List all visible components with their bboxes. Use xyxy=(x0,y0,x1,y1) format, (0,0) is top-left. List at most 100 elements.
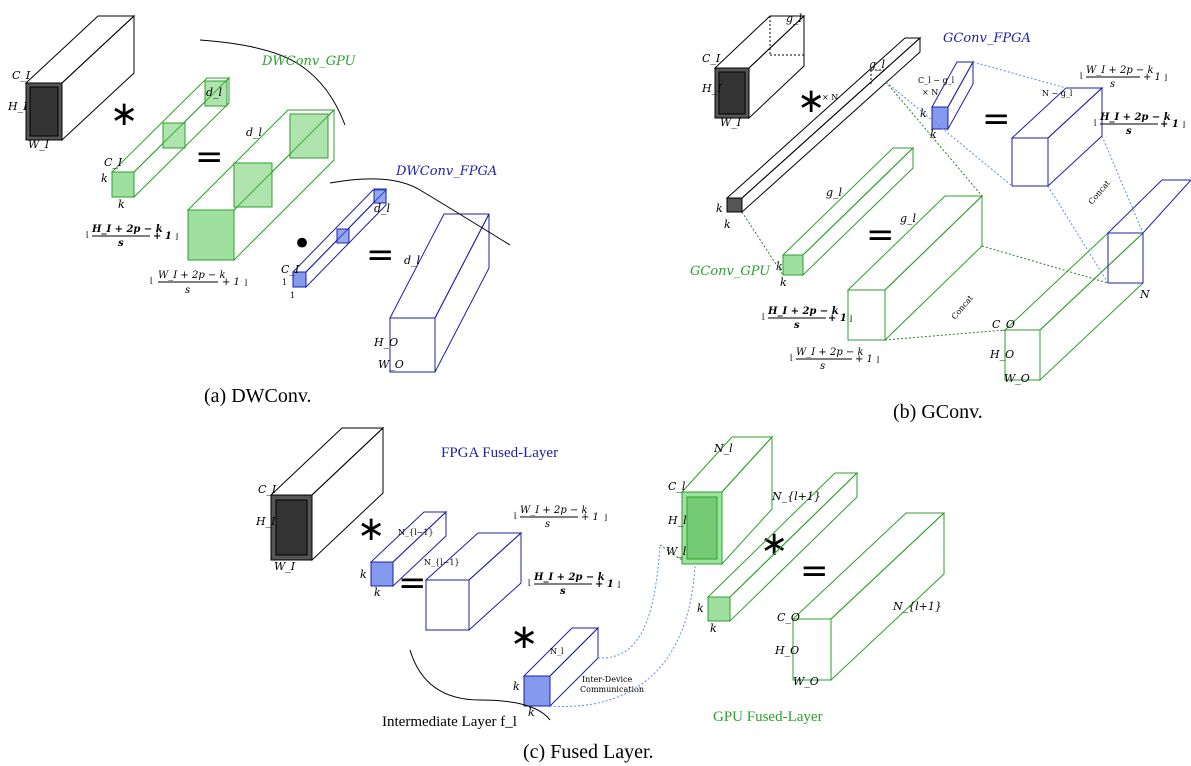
frac-h-b1: ⌊ H_I + 2p − k s + 1 ⌋ xyxy=(1094,112,1185,137)
label-dl-output-a: d_l xyxy=(246,126,263,139)
label-k-b5: k xyxy=(776,260,783,273)
title-fpga-fused: FPGA Fused-Layer xyxy=(441,445,558,461)
frac-h-den-c: s xyxy=(560,586,566,597)
label-concat-b2: Concat xyxy=(950,293,976,321)
input-tensor-a xyxy=(24,14,136,142)
eq-operator-a1: = xyxy=(195,137,224,177)
frac-w-plus-b2: + 1 xyxy=(855,354,873,365)
caption-b: (b) GConv. xyxy=(893,401,983,423)
label-times-n2-b: × N xyxy=(922,88,938,97)
eq-operator-b2: = xyxy=(866,215,895,255)
label-concat-b1: Concat xyxy=(1087,178,1113,206)
frac-w-den-a: s xyxy=(185,285,190,296)
frac-w-b2: ⌊ W_I + 2p − k s + 1 ⌋ xyxy=(790,347,879,372)
frac-w-b1: ⌊ W_I + 2p − k s + 1 ⌋ xyxy=(1080,65,1167,90)
svg-text:⌋: ⌋ xyxy=(1164,73,1167,82)
label-hi-a: H_I xyxy=(7,100,28,113)
label-ho-b: H_O xyxy=(989,348,1014,361)
svg-text:⌋: ⌋ xyxy=(1182,120,1185,129)
connectors-b xyxy=(741,61,1144,341)
label-comm-2: Communication xyxy=(580,685,644,694)
frac-w-num-c: W_I + 2p − k xyxy=(520,505,588,516)
frac-h-plus-b1: + 1 xyxy=(1160,119,1179,130)
conv-operator-c1: ∗ xyxy=(357,509,386,549)
label-one2-a: 1 xyxy=(290,291,295,300)
title-gpu-fused: GPU Fused-Layer xyxy=(713,709,823,725)
label-ho-a: H_O xyxy=(373,336,398,349)
output-fpga-b xyxy=(1010,86,1104,188)
svg-text:⌊: ⌊ xyxy=(762,312,765,321)
filter-fpga-c1 xyxy=(369,510,448,588)
label-k-b6: k xyxy=(780,276,787,289)
frac-h-num-b1: H_I + 2p − k xyxy=(1099,112,1171,123)
svg-text:⌋: ⌋ xyxy=(604,513,607,522)
label-nl1-c2: N_{l−1} xyxy=(424,558,460,567)
output-gpu-a xyxy=(186,108,336,262)
eq-operator-c1: = xyxy=(398,563,427,603)
frac-h-plus-b2: + 1 xyxy=(828,313,847,324)
title-gconv-fpga: GConv_FPGA xyxy=(943,31,1031,46)
label-k-b4: k xyxy=(930,128,937,141)
filter-gpu-b xyxy=(781,146,915,277)
output-final-b xyxy=(1003,179,1191,382)
brace-gpu-a xyxy=(199,39,346,126)
label-hi-c: H_I xyxy=(255,515,276,528)
title-dwconv-fpga: DWConv_FPGA xyxy=(395,164,497,179)
label-nl-c1: N_l xyxy=(550,647,564,656)
label-n-gl-b: N − g_l xyxy=(1042,89,1073,98)
svg-text:⌋: ⌋ xyxy=(876,355,879,364)
label-wi-a: W_I xyxy=(28,138,50,151)
conv-operator-a1: ∗ xyxy=(110,94,139,134)
eq-operator-a2: = xyxy=(366,235,395,275)
svg-text:⌊: ⌊ xyxy=(790,353,793,362)
output-gpu-c xyxy=(791,511,946,682)
label-k-c1: k xyxy=(360,568,367,581)
label-gl-b3: g_l xyxy=(826,186,843,199)
label-ci-fpga-a: C_I xyxy=(281,263,300,276)
frac-h-plus-c: + 1 xyxy=(595,579,614,590)
frac-w-c: ⌊ W_I + 2p − k s + 1 ⌋ xyxy=(514,505,607,530)
label-k-b2: k xyxy=(724,218,731,231)
label-wo-c: W_O xyxy=(793,675,819,688)
label-k2-filter-a: k xyxy=(118,198,125,211)
label-dl-fpga-a: d_l xyxy=(374,202,391,215)
label-one1-a: 1 xyxy=(282,278,287,287)
label-gl-b2: g_l xyxy=(869,58,886,71)
label-nl-c2: N_l xyxy=(713,442,733,455)
label-times-n-b: × N xyxy=(822,93,838,102)
title-intermediate: Intermediate Layer f_l xyxy=(382,714,517,730)
label-cl-gl-b: C_l − g_l xyxy=(918,76,955,85)
filter-gpu-c xyxy=(706,471,859,623)
label-k-b1: k xyxy=(716,202,723,215)
label-comm-1: Inter-Device xyxy=(582,675,632,684)
label-k-c4: k xyxy=(528,706,535,719)
label-n-b: N xyxy=(1139,288,1150,301)
conv-operator-c2: ∗ xyxy=(510,617,539,657)
svg-text:⌊: ⌊ xyxy=(1080,71,1083,80)
svg-text:⌋: ⌋ xyxy=(617,580,620,589)
input-tensor-c xyxy=(269,426,385,562)
frac-w-den-b2: s xyxy=(820,361,825,372)
panel-b: C_I H_I W_I g_l ∗ × N g_l k k GConv_FPGA… xyxy=(690,12,1191,423)
eq-operator-c2: = xyxy=(800,551,829,591)
frac-h-den-b2: s xyxy=(794,320,800,331)
intermediate-fpga-c xyxy=(424,531,523,632)
caption-c: (c) Fused Layer. xyxy=(523,741,654,763)
label-wo-a: W_O xyxy=(378,358,404,371)
filter-black-b xyxy=(725,36,922,214)
label-dl-output-fpga-a: d_l xyxy=(404,254,421,267)
label-hi-b: H_I xyxy=(701,82,722,95)
frac-w-num-b1: W_I + 2p − k xyxy=(1086,65,1154,76)
label-k-c5: k xyxy=(697,602,704,615)
frac-h-plus-a: + 1 xyxy=(153,231,172,242)
label-dl-filter-a: d_l xyxy=(206,86,223,99)
label-nl1p-c1: N_{l+1} xyxy=(771,490,821,503)
svg-text:⌊: ⌊ xyxy=(528,578,531,587)
label-ci-b: C_I xyxy=(702,52,721,65)
frac-h-num-a: H_I + 2p − k xyxy=(91,224,163,235)
title-dwconv-gpu: DWConv_GPU xyxy=(261,54,357,69)
label-co-c: C_O xyxy=(777,611,800,624)
svg-text:⌊: ⌊ xyxy=(86,230,89,239)
dot-operator-a: • xyxy=(292,224,312,264)
frac-h-den-a: s xyxy=(118,238,124,249)
